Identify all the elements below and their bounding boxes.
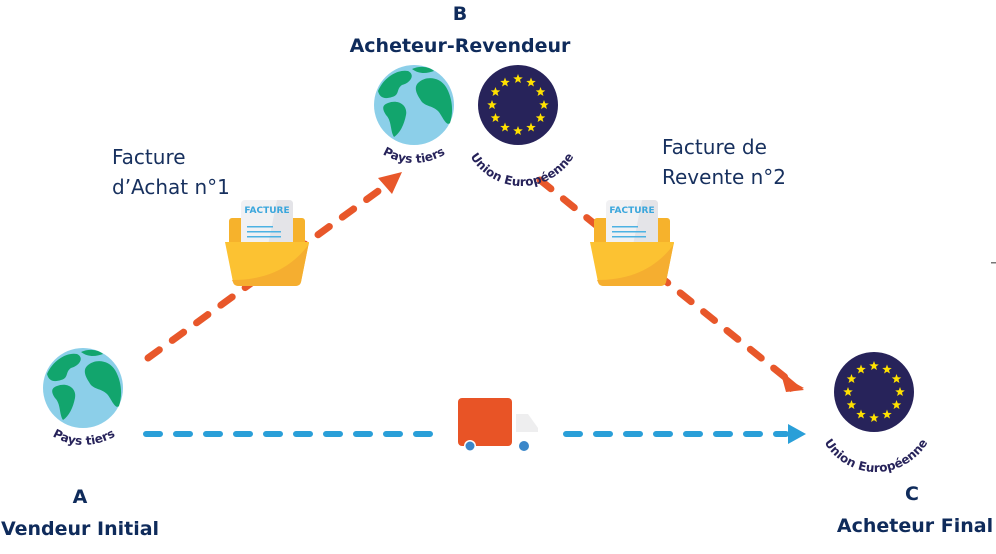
folder-doc-label: FACTURE [244, 206, 289, 216]
eu-star-icon [882, 364, 892, 374]
party-a-letter: A [72, 486, 88, 508]
arrowhead-icon [378, 172, 402, 194]
region-label-a: Pays tiers [51, 426, 117, 448]
eu-star-icon [487, 100, 497, 110]
invoice-flow-b-to-c [536, 176, 804, 392]
delivery-truck-icon [458, 398, 538, 452]
eu-star-icon [882, 409, 892, 419]
region-label-c: Union Européenne [822, 436, 931, 475]
eu-star-icon [513, 74, 523, 84]
eu-star-icon [869, 361, 879, 371]
eu-star-icon [490, 87, 501, 97]
eu-star-icon [891, 374, 902, 384]
eu-star-icon [535, 113, 546, 123]
eu-star-icon [526, 122, 536, 132]
eu-star-icon [490, 113, 501, 123]
invoice-1-line1: Facture [112, 145, 186, 169]
eu-flag-icon-c [834, 352, 914, 432]
invoice-2-line2: Revente n°2 [662, 165, 787, 189]
invoice-2-line1: Facture de [662, 135, 767, 159]
divider [991, 262, 996, 264]
eu-star-icon [539, 100, 549, 110]
eu-star-icon [500, 122, 510, 132]
invoice-2-label: Facture de Revente n°2 [662, 132, 786, 192]
party-c-role: Acheteur Final [836, 515, 994, 537]
eu-star-icon [856, 364, 866, 374]
eu-star-icon [856, 409, 866, 419]
eu-star-icon [513, 126, 523, 136]
party-c-letter: C [905, 483, 919, 505]
eu-star-icon [843, 387, 853, 397]
region-label-b-third: Pays tiers [381, 144, 447, 166]
party-b-letter: B [452, 3, 468, 25]
goods-flow-a-to-c [143, 424, 806, 444]
eu-star-icon [500, 77, 510, 87]
party-a-role: Vendeur Initial [0, 518, 160, 540]
invoice-folder-icon-1: FACTURE [225, 200, 309, 286]
eu-star-icon [891, 400, 902, 410]
eu-flag-icon-b [478, 65, 558, 145]
arrowhead-icon [788, 424, 806, 444]
invoice-1-label: Facture d’Achat n°1 [112, 142, 230, 202]
eu-star-icon [846, 374, 857, 384]
eu-star-icon [526, 77, 536, 87]
eu-star-icon [535, 87, 546, 97]
eu-star-icon [869, 413, 879, 423]
region-label-b-eu: Union Européenne [468, 150, 577, 189]
eu-star-icon [846, 400, 857, 410]
invoice-1-line2: d’Achat n°1 [112, 175, 230, 199]
eu-star-icon [895, 387, 905, 397]
globe-icon-b [374, 65, 454, 145]
folder-doc-label: FACTURE [609, 206, 654, 216]
globe-icon-a [43, 348, 123, 428]
invoice-folder-icon-2: FACTURE [590, 200, 674, 286]
party-b-role: Acheteur-Revendeur [349, 35, 571, 57]
